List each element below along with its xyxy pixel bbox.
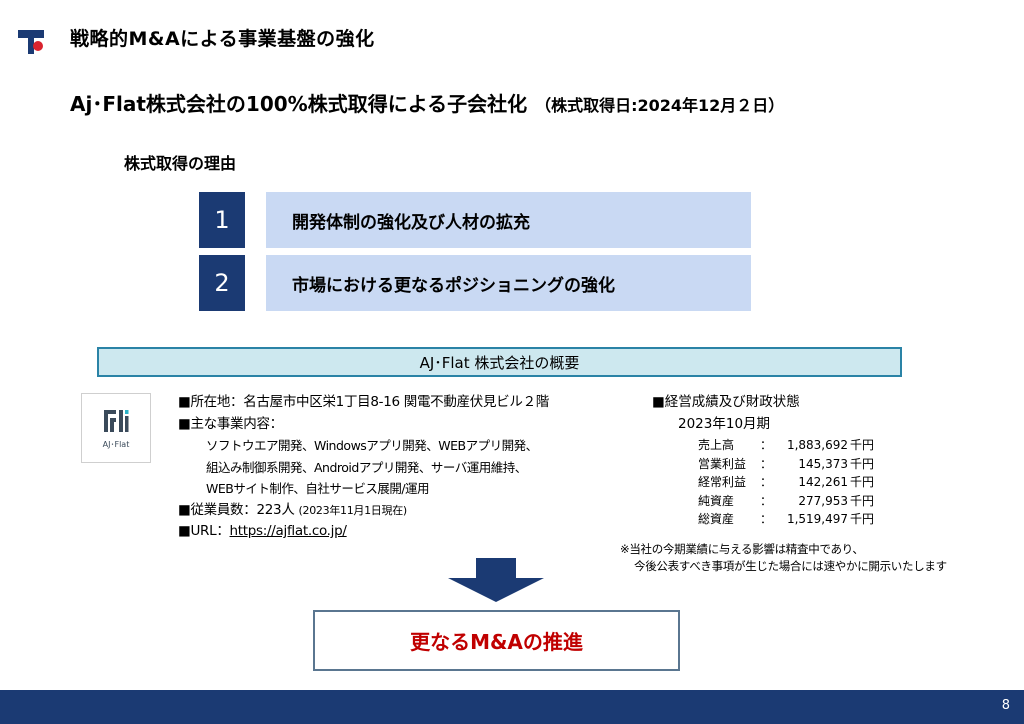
ajflat-logo: AJ･Flat	[81, 393, 151, 463]
metric-unit: 千円	[850, 475, 875, 489]
employees: ■従業員数：223人 (2023年11月1日現在)	[178, 500, 549, 522]
metric-sep: ：	[760, 493, 773, 508]
page-number: 8	[1001, 698, 1010, 713]
conclusion-box: 更なるM&Aの推進	[313, 610, 680, 671]
reason-item-1: 1 開発体制の強化及び人材の拡充	[199, 192, 751, 248]
overview-title: AJ･Flat 株式会社の概要	[97, 347, 902, 377]
metric-value: 145,373	[798, 456, 849, 471]
metric-unit: 千円	[850, 493, 875, 508]
metric-sep: ：	[760, 512, 773, 526]
disclaimer-note: ※当社の今期業績に与える影響は精査中であり、 今後公表すべき事項が生じた場合には…	[620, 541, 947, 574]
metric-value: 142,261	[798, 475, 849, 489]
reasons-heading: 株式取得の理由	[124, 154, 237, 173]
reason-item-2: 2 市場における更なるポジショニングの強化	[199, 255, 751, 311]
reason-text: 開発体制の強化及び人材の拡充	[266, 192, 751, 248]
table-row: 経常利益 ： 142,261 千円	[698, 473, 874, 492]
table-row: 総資産 ： 1,519,497 千円	[698, 510, 874, 529]
metric-unit: 千円	[850, 512, 875, 526]
note-line: ※当社の今期業績に与える影響は精査中であり、	[620, 542, 864, 556]
performance-table: 売上高 ： 1,883,692 千円 営業利益 ： 145,373 千円 経常利…	[698, 436, 874, 529]
reason-number: 1	[199, 192, 245, 248]
business-line: WEBサイト制作、自社サービス展開/運用	[206, 481, 430, 496]
metric-value: 1,883,692	[786, 438, 849, 452]
page-title: 戦略的M&Aによる事業基盤の強化	[70, 28, 375, 50]
company-info: ■所在地：名古屋市中区栄1丁目8-16 関電不動産伏見ビル２階 ■主な事業内容：…	[178, 392, 549, 543]
reason-number: 2	[199, 255, 245, 311]
employees-label: ■従業員数：223人	[178, 501, 295, 518]
metric-sep: ：	[760, 456, 773, 471]
business-line: 組込み制御系開発、Androidアプリ開発、サーバ運用維持、	[206, 459, 527, 475]
metric-label: 営業利益	[698, 456, 747, 471]
performance-heading: ■経営成績及び財政状態	[652, 394, 800, 410]
table-row: 売上高 ： 1,883,692 千円	[698, 436, 874, 455]
metric-unit: 千円	[850, 456, 875, 471]
metric-sep: ：	[760, 438, 773, 452]
metric-label: 総資産	[698, 512, 735, 526]
url-row: ■URL：https://ajflat.co.jp/	[178, 521, 549, 543]
subtitle: Aj･Flat株式会社の100%株式取得による子会社化 （株式取得日:2024年1…	[70, 88, 784, 117]
acquisition-date: （株式取得日:2024年12月２日）	[535, 96, 785, 115]
location: ■所在地：名古屋市中区栄1丁目8-16 関電不動産伏見ビル２階	[178, 394, 549, 410]
company-url-link[interactable]: https://ajflat.co.jp/	[229, 523, 347, 539]
subtitle-text: Aj･Flat株式会社の100%株式取得による子会社化	[70, 92, 528, 116]
footer-bar: 8	[0, 690, 1024, 724]
business-label: ■主な事業内容：	[178, 415, 283, 432]
down-arrow-icon	[448, 558, 544, 602]
ajflat-wordmark: AJ･Flat	[102, 439, 130, 449]
note-line: 今後公表すべき事項が生じた場合には速やかに開示いたします	[634, 558, 947, 573]
url-label: ■URL：	[178, 523, 230, 539]
metric-label: 純資産	[698, 493, 735, 508]
employees-note: (2023年11月1日現在)	[298, 503, 408, 517]
reason-text: 市場における更なるポジショニングの強化	[266, 255, 751, 311]
business-line: ソフトウエア開発、Windowsアプリ開発、WEBアプリ開発、	[206, 438, 538, 453]
metric-sep: ：	[760, 475, 773, 489]
company-logo-icon	[18, 30, 44, 54]
metric-label: 売上高	[698, 438, 735, 452]
ajflat-mark-icon	[104, 409, 129, 432]
performance-period: 2023年10月期	[678, 415, 771, 432]
metric-value: 277,953	[798, 493, 849, 508]
metric-label: 経常利益	[698, 475, 747, 489]
table-row: 営業利益 ： 145,373 千円	[698, 455, 874, 474]
metric-value: 1,519,497	[786, 512, 849, 526]
metric-unit: 千円	[850, 438, 875, 452]
table-row: 純資産 ： 277,953 千円	[698, 492, 874, 511]
performance-section: ■経営成績及び財政状態 2023年10月期	[652, 392, 800, 435]
